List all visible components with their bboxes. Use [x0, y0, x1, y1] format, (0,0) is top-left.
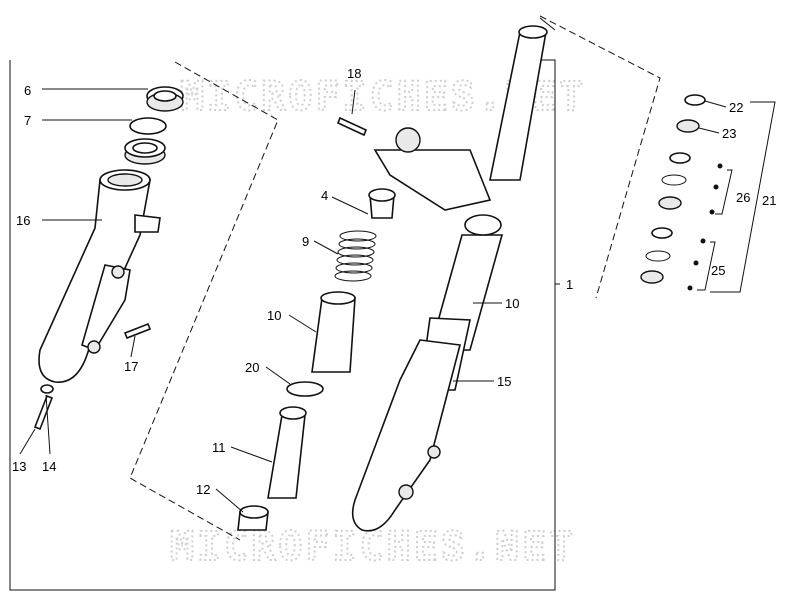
callout-1: 1: [566, 277, 573, 292]
callout-21: 21: [762, 193, 776, 208]
bracket-26: [715, 169, 733, 215]
washer-14: [40, 384, 54, 394]
callout-13: 13: [12, 459, 26, 474]
callout-22: 22: [729, 100, 743, 115]
callout-10-outer: 10: [505, 296, 519, 311]
callout-11: 11: [212, 440, 226, 455]
group-bracket-left: [129, 61, 279, 541]
frame-corner: [539, 17, 556, 31]
bearing-kit: [640, 94, 706, 284]
seal-ring-6: [146, 86, 184, 112]
callout-15: 15: [497, 374, 511, 389]
bushing-12: [237, 505, 269, 531]
spring-9: [334, 230, 377, 282]
callout-18: 18: [347, 66, 361, 81]
spring-seat-4: [368, 188, 396, 219]
fork-leg-left: [38, 169, 161, 383]
fork-leg-right: [351, 214, 504, 532]
screw-13: [33, 394, 54, 431]
callout-10-inner: 10: [267, 308, 281, 323]
group-bracket-right: [539, 15, 661, 299]
callout-4: 4: [321, 188, 328, 203]
callout-16: 16: [16, 213, 30, 228]
callout-7: 7: [24, 113, 31, 128]
callout-9: 9: [302, 234, 309, 249]
damper-rod-11: [267, 406, 307, 499]
o-ring-7: [129, 117, 167, 135]
callout-23: 23: [722, 126, 736, 141]
bolt-17: [123, 322, 152, 340]
callout-14: 14: [42, 459, 56, 474]
tube-10-inner: [311, 291, 356, 373]
callout-6: 6: [24, 83, 31, 98]
bracket-25: [697, 241, 716, 291]
callout-17: 17: [124, 359, 138, 374]
callout-20: 20: [245, 360, 259, 375]
bracket-21: [710, 101, 776, 293]
callout-25: 25: [711, 263, 725, 278]
steering-stem: [373, 25, 548, 211]
bolt-18: [336, 116, 368, 137]
callout-12: 12: [196, 482, 210, 497]
assembly-frame: [9, 59, 556, 591]
o-ring-20: [286, 381, 324, 397]
leader-lines: [19, 88, 727, 513]
bushing: [124, 138, 166, 165]
callout-26: 26: [736, 190, 750, 205]
